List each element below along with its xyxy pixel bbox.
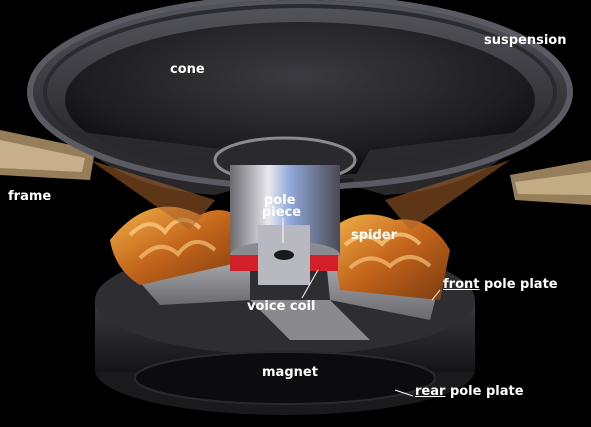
frame xyxy=(0,130,591,205)
rear-pole-plate-leader xyxy=(394,389,414,397)
suspension-label: suspension xyxy=(484,33,567,48)
voice-coil-label: voice coil xyxy=(247,299,316,314)
frame-label: frame xyxy=(8,189,52,204)
front-pole-plate-label: front pole plate xyxy=(443,278,558,292)
pole-piece xyxy=(213,136,357,285)
rear-pole-plate-rest: pole plate xyxy=(445,384,524,399)
leader-lines xyxy=(282,218,441,397)
front-pole-plate-leader xyxy=(431,289,441,301)
cone-label: cone xyxy=(170,62,205,77)
voice-coil-leader xyxy=(301,269,319,299)
pole-piece-label-line2: piece xyxy=(262,205,302,220)
front-pole-plate-word: front xyxy=(443,277,480,292)
pole-piece-label-line1: pole xyxy=(264,193,296,208)
cone xyxy=(30,0,570,230)
magnet-label: magnet xyxy=(262,365,318,380)
spider-label: spider xyxy=(351,228,398,243)
rear-pole-plate xyxy=(134,351,436,405)
voice-coil xyxy=(230,255,338,271)
spider xyxy=(110,206,450,300)
rear-pole-plate-label: rear pole plate xyxy=(415,385,524,399)
rear-pole-plate-word: rear xyxy=(415,384,446,399)
front-pole-plate-rest: pole plate xyxy=(479,277,558,292)
